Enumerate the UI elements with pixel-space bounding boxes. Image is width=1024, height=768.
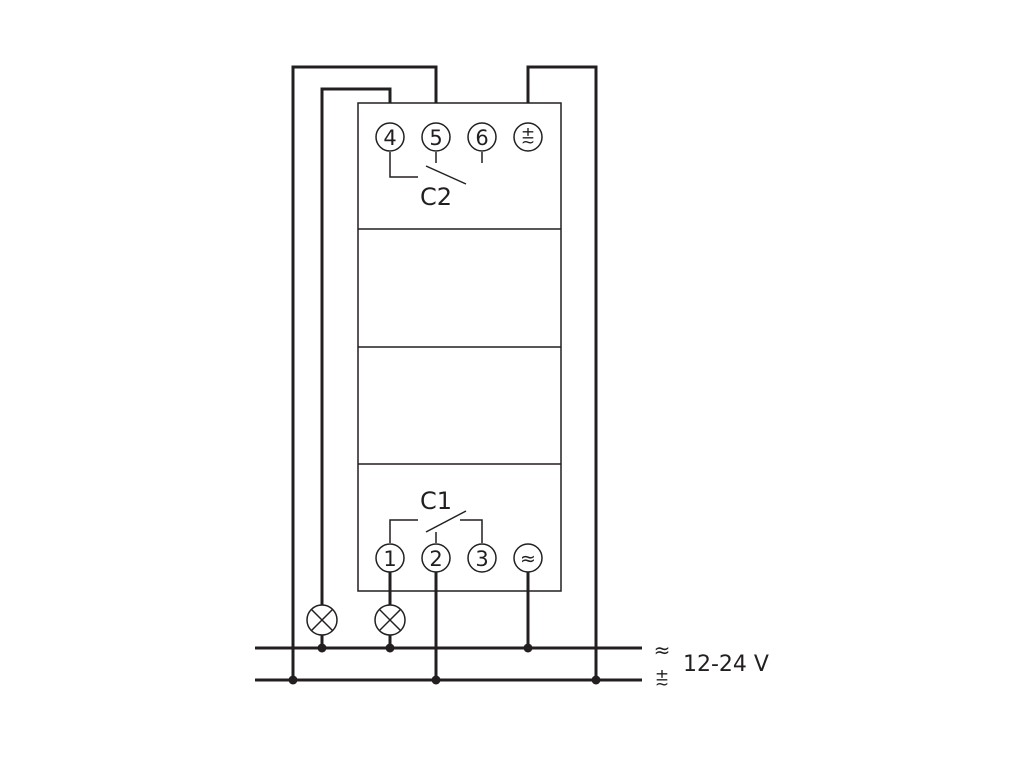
contact-c2-common-lead — [389, 152, 418, 178]
junction-dot — [317, 643, 327, 653]
contact-c1-terminal-3-lead — [460, 519, 483, 543]
terminal-1: 1 — [375, 543, 405, 573]
junction-dot — [523, 643, 533, 653]
terminal-3-label: 3 — [475, 547, 488, 571]
junction-dot — [385, 643, 395, 653]
terminal-6-label: 6 — [475, 126, 488, 150]
terminal-1-label: 1 — [383, 547, 396, 571]
terminal-supply-top-symbol: ±~ — [521, 123, 535, 152]
terminal-2: 2 — [421, 543, 451, 573]
terminal-4-label: 4 — [383, 126, 396, 150]
terminal-supply-bottom-symbol: ≈ — [520, 548, 536, 570]
terminal-supply-top-ring — [513, 122, 543, 152]
supply-rail-upper-symbol: ≈ — [654, 638, 671, 662]
terminal-4: 4 — [375, 122, 405, 152]
contact-c2-label: C2 — [420, 183, 452, 211]
contact-c1-terminal-1-lead — [389, 519, 418, 543]
contact-c2-switch-blade — [425, 165, 467, 185]
junction-dot — [591, 675, 601, 685]
junction-dot — [431, 675, 441, 685]
terminal-5-label: 5 — [429, 126, 442, 150]
terminal-supply-top: ±~ — [513, 122, 543, 153]
terminal-5-ring — [421, 122, 451, 152]
contact-c1-switch-blade — [425, 510, 467, 533]
contact-c1-label: C1 — [420, 487, 452, 515]
wire-terminal-supply-top-to-lower-rail — [526, 65, 598, 680]
lamp-2-icon — [374, 604, 406, 636]
supply-rail-lower-symbol: ±~ — [655, 665, 669, 694]
lamp-1-icon — [306, 604, 338, 636]
terminal-4-ring — [375, 122, 405, 152]
supply-voltage-label: 12-24 V — [683, 652, 769, 677]
junction-dot — [288, 675, 298, 685]
terminal-6-ring — [467, 122, 497, 152]
terminal-3: 3 — [467, 543, 497, 573]
terminal-supply-bottom: ≈ — [513, 543, 543, 573]
terminal-6: 6 — [467, 122, 497, 152]
terminal-5: 5 — [421, 122, 451, 152]
wire-terminal-5-to-lower-rail — [291, 65, 438, 680]
terminal-3-ring — [467, 543, 497, 573]
terminal-2-label: 2 — [429, 547, 442, 571]
